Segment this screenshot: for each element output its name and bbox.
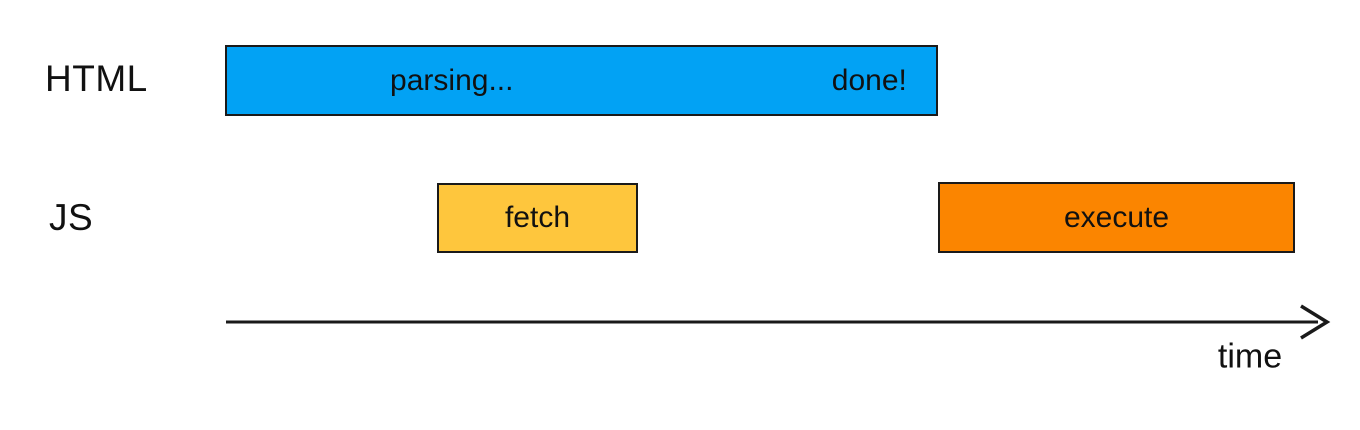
execute-label: execute [1063, 200, 1170, 234]
js-fetch-bar: fetch [437, 183, 638, 253]
row-label-js: JS [49, 197, 94, 238]
fetch-label: fetch [504, 201, 571, 234]
html-parsing-bar: parsing... done! [225, 45, 938, 116]
time-axis-arrow-icon [226, 304, 1331, 340]
js-execute-bar: execute [938, 182, 1295, 253]
row-label-html: HTML [45, 58, 148, 99]
time-axis-label: time [1217, 337, 1283, 376]
done-label: done! [831, 63, 907, 97]
parsing-label: parsing... [390, 63, 514, 97]
